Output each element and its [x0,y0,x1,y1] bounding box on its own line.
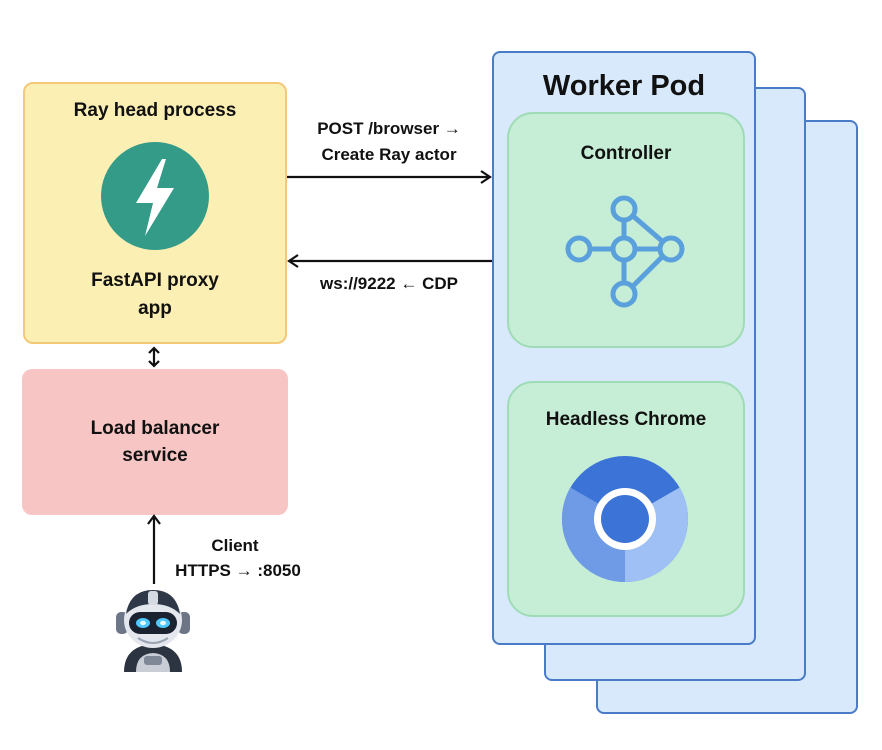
load-balancer-service-box [22,369,288,515]
chrome-icon [561,456,689,582]
network-graph-icon [565,195,685,308]
load-balancer-label-line1: Load balancer [90,418,220,439]
headless-chrome-label: Headless Chrome [545,409,707,430]
websocket-response-arrow [287,254,493,268]
double-arrow-icon [148,346,160,368]
request-label-line2: Create Ray actor [321,145,457,164]
fastapi-proxy-label-line2: app [138,298,172,319]
websocket-label: ws://9222 ← CDP [320,274,458,293]
request-label-line1: POST /browser → [317,119,461,138]
robot-icon [116,590,190,672]
client-label-line2: HTTPS → :8050 [175,561,301,580]
worker-pod-title: Worker Pod [542,70,706,102]
load-balancer-label-line2: service [122,445,188,466]
ray-head-title: Ray head process [73,100,237,121]
controller-label: Controller [580,143,672,164]
client-request-arrow [147,514,161,584]
fastapi-proxy-label-line1: FastAPI proxy [91,270,219,291]
client-label-line1: Client [211,536,259,555]
request-arrow [287,170,492,184]
fastapi-lightning-icon [101,142,209,250]
